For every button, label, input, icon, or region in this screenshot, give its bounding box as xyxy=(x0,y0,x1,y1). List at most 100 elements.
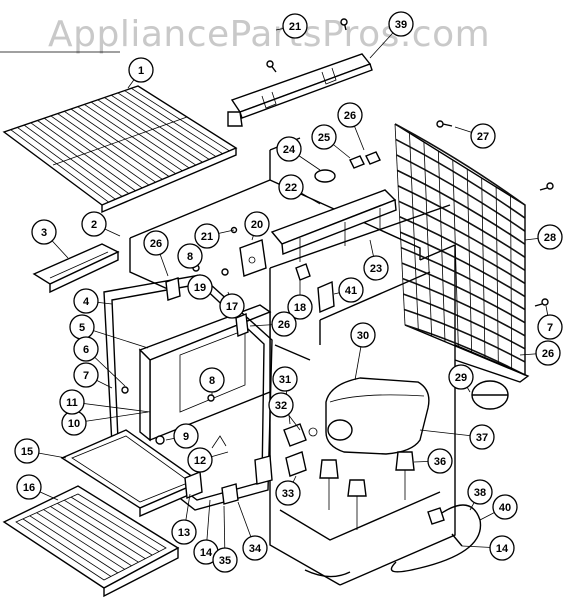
part-relay[interactable] xyxy=(283,423,318,477)
callout-5[interactable]: 5 xyxy=(69,314,95,340)
callout-31[interactable]: 31 xyxy=(272,366,298,392)
callout-number: 33 xyxy=(282,488,294,500)
callout-29[interactable]: 29 xyxy=(448,364,474,390)
callout-11[interactable]: 11 xyxy=(59,389,85,415)
callout-number: 27 xyxy=(477,131,489,143)
callout-number: 13 xyxy=(178,527,190,539)
callout-25[interactable]: 25 xyxy=(311,124,337,150)
callout-2[interactable]: 2 xyxy=(81,211,107,237)
callout-37[interactable]: 37 xyxy=(469,424,495,450)
callout-number: 16 xyxy=(23,482,35,494)
part-compressor-mounts[interactable] xyxy=(319,451,415,530)
callout-number: 14 xyxy=(496,543,509,555)
callout-41[interactable]: 41 xyxy=(338,277,364,303)
callout-number: 23 xyxy=(370,263,382,275)
callout-21[interactable]: 21 xyxy=(194,223,220,249)
callout-3[interactable]: 3 xyxy=(31,219,57,245)
callout-26[interactable]: 26 xyxy=(271,311,297,337)
callout-number: 6 xyxy=(83,344,89,356)
part-evaporator-rail[interactable] xyxy=(270,189,397,262)
part-thermostat[interactable] xyxy=(184,435,273,505)
part-compressor[interactable] xyxy=(325,377,430,455)
part-drip-tray[interactable] xyxy=(60,429,202,518)
callout-number: 35 xyxy=(219,555,231,567)
callout-1[interactable]: 1 xyxy=(128,57,154,83)
callout-number: 34 xyxy=(249,543,262,555)
callout-number: 24 xyxy=(283,144,296,156)
part-condenser-coil[interactable] xyxy=(394,123,526,377)
callout-33[interactable]: 33 xyxy=(275,480,301,506)
part-knob[interactable] xyxy=(314,151,381,183)
callout-39[interactable]: 39 xyxy=(388,11,414,37)
callout-number: 26 xyxy=(344,110,356,122)
callout-number: 8 xyxy=(209,375,215,387)
callout-number: 21 xyxy=(201,231,213,243)
callout-number: 18 xyxy=(294,302,306,314)
callout-24[interactable]: 24 xyxy=(276,136,302,162)
callout-30[interactable]: 30 xyxy=(350,322,376,348)
callout-26[interactable]: 26 xyxy=(143,230,169,256)
callout-number: 3 xyxy=(41,227,47,239)
callout-8[interactable]: 8 xyxy=(199,367,225,393)
callout-number: 7 xyxy=(547,322,553,334)
callout-17[interactable]: 17 xyxy=(219,293,245,319)
callout-32[interactable]: 32 xyxy=(268,392,294,418)
callout-34[interactable]: 34 xyxy=(242,535,268,561)
callout-12[interactable]: 12 xyxy=(187,447,213,473)
callout-number: 14 xyxy=(200,547,213,559)
callout-4[interactable]: 4 xyxy=(73,288,99,314)
callout-22[interactable]: 22 xyxy=(278,174,304,200)
part-wire-shelf[interactable] xyxy=(2,85,238,214)
callout-number: 8 xyxy=(187,251,193,263)
callout-8[interactable]: 8 xyxy=(177,243,203,269)
callout-7[interactable]: 7 xyxy=(73,362,99,388)
callout-26[interactable]: 26 xyxy=(535,340,561,366)
callout-number: 10 xyxy=(68,418,80,430)
callout-38[interactable]: 38 xyxy=(467,479,493,505)
callout-26[interactable]: 26 xyxy=(337,102,363,128)
callout-10[interactable]: 10 xyxy=(61,410,87,436)
part-mounting-bracket[interactable] xyxy=(239,239,267,277)
callout-number: 7 xyxy=(83,370,89,382)
callout-number: 31 xyxy=(279,374,291,386)
callout-number: 15 xyxy=(21,446,33,458)
callout-16[interactable]: 16 xyxy=(16,474,42,500)
callout-number: 1 xyxy=(138,65,144,77)
callout-21[interactable]: 21 xyxy=(282,13,308,39)
part-hinge[interactable] xyxy=(165,263,335,337)
callout-28[interactable]: 28 xyxy=(537,224,563,250)
callout-19[interactable]: 19 xyxy=(187,274,213,300)
callout-number: 28 xyxy=(544,232,556,244)
part-top-bracket[interactable] xyxy=(227,53,373,127)
callout-number: 32 xyxy=(275,400,287,412)
callout-number: 39 xyxy=(395,19,407,31)
callout-15[interactable]: 15 xyxy=(14,438,40,464)
part-bottom-tray[interactable] xyxy=(2,485,180,598)
callout-number: 25 xyxy=(318,132,330,144)
callout-35[interactable]: 35 xyxy=(212,547,238,573)
callout-7[interactable]: 7 xyxy=(537,314,563,340)
callout-number: 38 xyxy=(474,487,486,499)
callout-number: 11 xyxy=(66,397,78,409)
callout-number: 19 xyxy=(194,282,206,294)
callout-23[interactable]: 23 xyxy=(363,255,389,281)
callout-number: 37 xyxy=(476,432,488,444)
callout-number: 30 xyxy=(357,330,369,342)
callout-number: 5 xyxy=(79,322,85,334)
callout-40[interactable]: 40 xyxy=(492,494,518,520)
callout-18[interactable]: 18 xyxy=(287,294,313,320)
callout-20[interactable]: 20 xyxy=(244,211,270,237)
callout-27[interactable]: 27 xyxy=(470,123,496,149)
callout-6[interactable]: 6 xyxy=(73,336,99,362)
part-power-cord[interactable] xyxy=(304,504,482,578)
watermark-text: AppliancePartsPros.com xyxy=(48,14,491,55)
callout-13[interactable]: 13 xyxy=(171,519,197,545)
part-base-plate[interactable] xyxy=(454,344,530,410)
callout-36[interactable]: 36 xyxy=(427,448,453,474)
part-ice-tray[interactable] xyxy=(32,243,120,294)
callout-9[interactable]: 9 xyxy=(173,423,199,449)
callout-14[interactable]: 14 xyxy=(489,535,515,561)
callout-number: 17 xyxy=(226,301,238,313)
leader-line xyxy=(71,401,151,413)
